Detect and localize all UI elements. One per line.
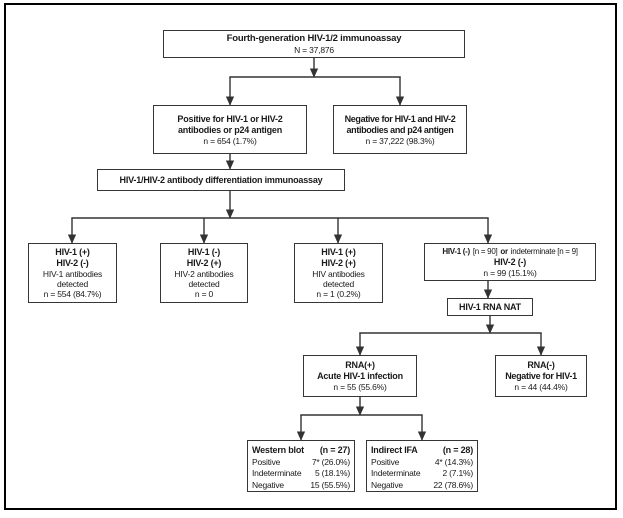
row-label: Indeterminate — [371, 468, 421, 478]
node-count: N = 37,876 — [294, 44, 334, 55]
node-title-line2: HIV-2 (+) — [186, 258, 222, 268]
node-negative-or-indeterminate: HIV-1 (-) [n = 90] or indeterminate [n =… — [424, 243, 596, 281]
row-label: Indeterminate — [252, 468, 302, 478]
node-title-line1: Positive for HIV-1 or HIV-2 — [177, 113, 283, 124]
node-title: HIV-1 RNA NAT — [459, 301, 521, 312]
row-value: 7* (26.0%) — [311, 456, 350, 467]
row-value: 22 (78.6%) — [433, 479, 473, 490]
node-hiv2-positive: HIV-1 (-) HIV-2 (+) HIV-2 antibodies det… — [160, 243, 248, 303]
segment-or: or — [500, 247, 508, 256]
table-count: (n = 27) — [319, 445, 350, 455]
node-title: Fourth-generation HIV-1/2 immunoassay — [226, 33, 402, 45]
node-rna-positive: RNA(+) Acute HIV-1 infection n = 55 (55.… — [303, 355, 417, 397]
row-value: 2 (7.1%) — [442, 468, 473, 478]
table-count: (n = 28) — [442, 445, 473, 455]
node-sub-line2: detected — [56, 279, 88, 289]
node-title-line1: HIV-1 (+) — [321, 247, 356, 257]
node-differentiation-immunoassay: HIV-1/HIV-2 antibody differentiation imm… — [97, 169, 345, 191]
node-both-positive: HIV-1 (+) HIV-2 (+) HIV antibodies detec… — [294, 243, 383, 303]
node-title-line1: HIV-1 (+) — [55, 247, 90, 257]
node-hiv1-rna-nat: HIV-1 RNA NAT — [447, 298, 533, 316]
table-row: Indeterminate 2 (7.1%) — [371, 468, 473, 480]
node-count: n = 0 — [194, 289, 214, 299]
node-count: n = 654 (1.7%) — [203, 135, 257, 146]
segment-n90: [n = 90] — [472, 247, 498, 256]
node-title-line2: HIV-2 (-) — [493, 257, 527, 267]
table-row: Negative 15 (55.5%) — [252, 480, 350, 492]
node-sub-line2: detected — [322, 279, 354, 289]
table-row: Positive 4* (14.3%) — [371, 457, 473, 469]
node-title-line1: RNA(+) — [345, 360, 375, 370]
node-title-line2: HIV-2 (-) — [56, 258, 89, 268]
table-title: Western blot — [252, 445, 304, 455]
node-title-line2: antibodies and p24 antigen — [346, 124, 454, 135]
row-value: 15 (55.5%) — [310, 479, 350, 490]
node-sub-line1: HIV-2 antibodies — [174, 269, 234, 279]
node-negative-screen: Negative for HIV-1 and HIV-2 antibodies … — [333, 105, 467, 154]
table-title: Indirect IFA — [371, 445, 418, 455]
node-title-line1: RNA(-) — [527, 360, 555, 370]
node-title-line1: HIV-1 (-) [n = 90] or indeterminate [n =… — [442, 246, 578, 257]
row-label: Positive — [371, 456, 400, 467]
row-label: Negative — [252, 479, 284, 490]
node-count: n = 55 (55.6%) — [333, 382, 387, 392]
node-rna-negative: RNA(-) Negative for HIV-1 n = 44 (44.4%) — [495, 355, 587, 397]
table-row: Indeterminate 5 (18.1%) — [252, 468, 350, 480]
node-count: n = 99 (15.1%) — [483, 268, 537, 278]
node-count: n = 554 (84.7%) — [43, 289, 102, 299]
table-row: Negative 22 (78.6%) — [371, 480, 473, 492]
table-row: Positive 7* (26.0%) — [252, 457, 350, 469]
node-title-line2: HIV-2 (+) — [321, 258, 356, 268]
node-western-blot: Western blot (n = 27) Positive 7* (26.0%… — [247, 440, 355, 492]
node-title-line2: Negative for HIV-1 — [505, 371, 577, 381]
segment-hiv1-neg: HIV-1 (-) — [442, 247, 470, 256]
figure-border — [4, 3, 617, 510]
node-title-line1: Negative for HIV-1 and HIV-2 — [344, 113, 456, 124]
node-sub-line1: HIV antibodies — [312, 269, 365, 279]
node-positive-screen: Positive for HIV-1 or HIV-2 antibodies o… — [153, 105, 307, 154]
node-count: n = 37,222 (98.3%) — [365, 135, 435, 146]
node-indirect-ifa: Indirect IFA (n = 28) Positive 4* (14.3%… — [366, 440, 478, 492]
row-value: 4* (14.3%) — [434, 456, 473, 467]
row-label: Positive — [252, 456, 281, 467]
node-fourth-gen-immunoassay: Fourth-generation HIV-1/2 immunoassay N … — [163, 30, 465, 58]
node-count: n = 44 (44.4%) — [514, 382, 568, 392]
node-title: HIV-1/HIV-2 antibody differentiation imm… — [119, 174, 323, 185]
segment-indeterminate: indeterminate [n = 9] — [510, 247, 578, 256]
node-title-line2: Acute HIV-1 infection — [317, 371, 403, 381]
node-count: n = 1 (0.2%) — [316, 289, 361, 299]
row-label: Negative — [371, 479, 403, 490]
node-title-line2: antibodies or p24 antigen — [177, 124, 282, 135]
table-header: Indirect IFA (n = 28) — [371, 444, 473, 457]
table-header: Western blot (n = 27) — [252, 444, 350, 457]
node-title-line1: HIV-1 (-) — [187, 247, 221, 257]
node-sub-line1: HIV-1 antibodies — [42, 269, 103, 279]
node-hiv1-positive: HIV-1 (+) HIV-2 (-) HIV-1 antibodies det… — [28, 243, 117, 303]
node-sub-line2: detected — [188, 279, 220, 289]
row-value: 5 (18.1%) — [314, 468, 350, 478]
